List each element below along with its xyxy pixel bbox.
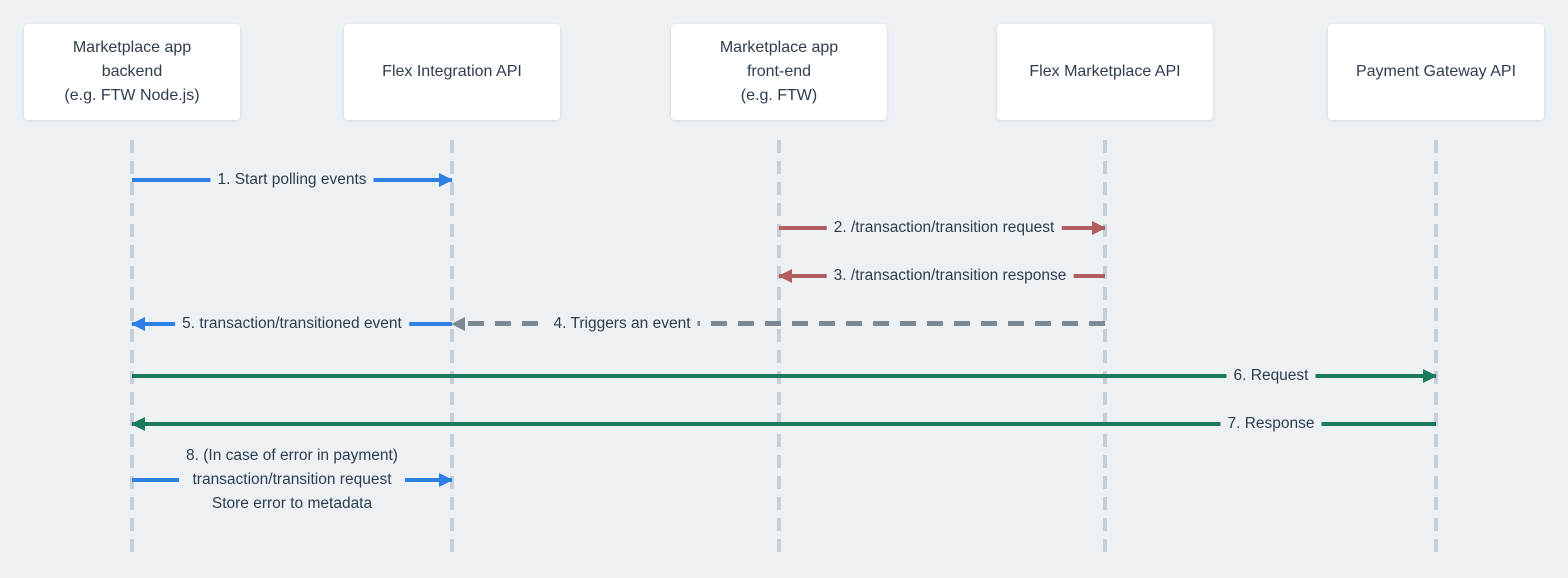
arrowhead-left-icon <box>131 417 145 431</box>
message-label: 3. /transaction/transition response <box>826 264 1074 288</box>
actor-label-line: (e.g. FTW) <box>740 87 818 104</box>
message-label-line: Store error to metadata <box>211 495 373 512</box>
actor-label-line: (e.g. FTW Node.js) <box>64 87 200 104</box>
actor-label: Payment Gateway API <box>1356 60 1516 84</box>
message-label-line: 1. Start polling events <box>217 171 367 188</box>
lifeline-payment-gateway-api <box>1434 140 1438 552</box>
message-label-line: 2. /transaction/transition request <box>833 219 1055 236</box>
message-label: 1. Start polling events <box>210 168 374 192</box>
message-label-line: 7. Response <box>1227 415 1315 432</box>
actor-label-line: Marketplace app <box>72 39 192 56</box>
message-label: 2. /transaction/transition request <box>826 216 1062 240</box>
message-label: 4. Triggers an event <box>546 312 698 336</box>
actor-label: Flex Integration API <box>382 60 522 84</box>
message-label: 6. Request <box>1226 364 1316 388</box>
message-label-line: 8. (In case of error in payment) <box>186 447 398 464</box>
actor-label: Marketplace app backend (e.g. FTW Node.js) <box>64 36 199 108</box>
actor-label: Flex Marketplace API <box>1029 60 1180 84</box>
arrowhead-left-icon <box>778 269 792 283</box>
message-7: 7. Response <box>131 410 1436 438</box>
message-label: 8. (In case of error in payment) transact… <box>179 444 405 516</box>
message-label-line: 5. transaction/transitioned event <box>182 315 402 332</box>
actor-label-line: front-end <box>746 63 812 80</box>
arrowhead-right-icon <box>439 173 453 187</box>
message-line <box>132 374 1436 378</box>
arrowhead-right-icon <box>439 473 453 487</box>
message-2: 2. /transaction/transition request <box>779 214 1106 242</box>
actor-label-line: Marketplace app <box>719 39 839 56</box>
lifeline-flex-integration-api <box>450 140 454 552</box>
message-label-line: transaction/transition request <box>192 471 392 488</box>
arrowhead-right-icon <box>1423 369 1437 383</box>
lifeline-flex-marketplace-api <box>1103 140 1107 552</box>
message-4: 4. Triggers an event <box>451 310 1105 338</box>
message-line <box>468 321 1105 326</box>
message-6: 6. Request <box>132 362 1437 390</box>
actor-label-line: Flex Integration API <box>382 63 522 80</box>
message-label-line: 3. /transaction/transition response <box>833 267 1067 284</box>
actor-marketplace-app-frontend: Marketplace app front-end (e.g. FTW) <box>671 24 887 120</box>
actor-marketplace-app-backend: Marketplace app backend (e.g. FTW Node.js) <box>24 24 240 120</box>
message-line <box>132 422 1436 426</box>
actor-payment-gateway-api: Payment Gateway API <box>1328 24 1544 120</box>
message-label: 5. transaction/transitioned event <box>175 312 409 336</box>
lifeline-marketplace-app-frontend <box>777 140 781 552</box>
actor-flex-integration-api: Flex Integration API <box>344 24 560 120</box>
actor-label-line: Payment Gateway API <box>1355 63 1517 80</box>
message-1: 1. Start polling events <box>132 166 453 194</box>
arrowhead-right-icon <box>1092 221 1106 235</box>
message-label: 7. Response <box>1220 412 1322 436</box>
message-label-line: 6. Request <box>1233 367 1309 384</box>
lifeline-marketplace-app-backend <box>130 140 134 552</box>
arrowhead-left-icon <box>131 317 145 331</box>
message-5: 5. transaction/transitioned event <box>131 310 452 338</box>
arrowhead-left-icon <box>451 317 465 331</box>
actor-flex-marketplace-api: Flex Marketplace API <box>997 24 1213 120</box>
actor-label: Marketplace app front-end (e.g. FTW) <box>720 36 838 108</box>
message-3: 3. /transaction/transition response <box>778 262 1105 290</box>
message-label-line: 4. Triggers an event <box>553 315 691 332</box>
actor-label-line: Flex Marketplace API <box>1029 63 1181 80</box>
actor-label-line: backend <box>101 63 163 80</box>
message-8: 8. (In case of error in payment) transact… <box>132 444 453 516</box>
